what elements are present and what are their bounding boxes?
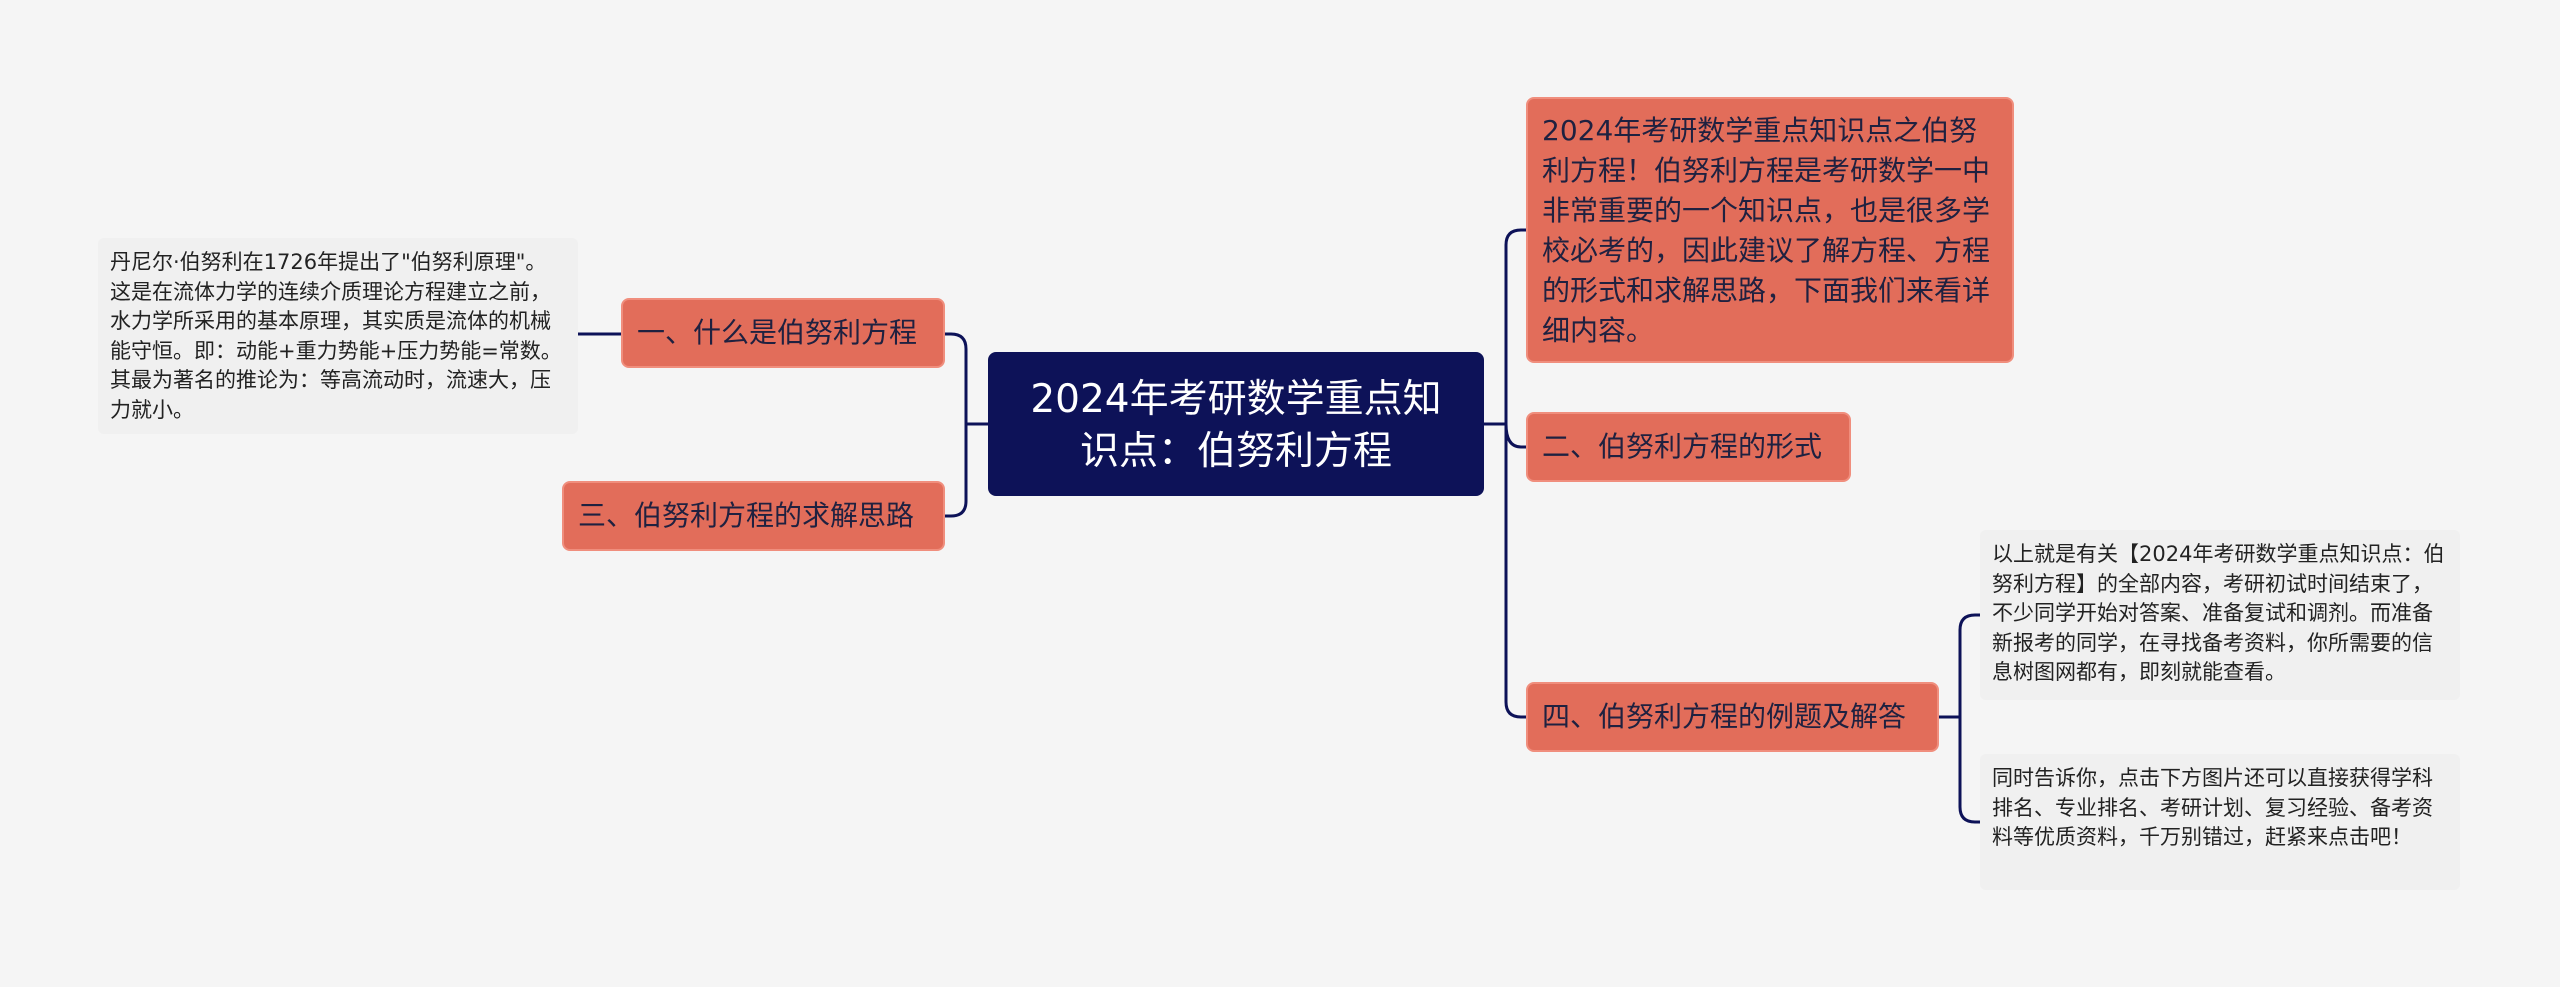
connector-right-trunk [1504, 228, 1528, 719]
branch-solving[interactable]: 三、伯努利方程的求解思路 [562, 481, 945, 551]
note-examples-cta: 同时告诉你，点击下方图片还可以直接获得学科排名、专业排名、考研计划、复习经验、备… [1980, 754, 2460, 890]
branch-examples-label: 四、伯努利方程的例题及解答 [1542, 700, 1907, 733]
branch-intro-label: 2024年考研数学重点知识点之伯努利方程！伯努利方程是考研数学一中非常重要的一个… [1542, 114, 1991, 347]
branch-intro[interactable]: 2024年考研数学重点知识点之伯努利方程！伯努利方程是考研数学一中非常重要的一个… [1526, 97, 2014, 363]
central-topic[interactable]: 2024年考研数学重点知识点：伯努利方程 [988, 352, 1484, 496]
branch-form-label: 二、伯努利方程的形式 [1542, 430, 1823, 463]
branch-examples[interactable]: 四、伯努利方程的例题及解答 [1526, 682, 1939, 752]
branch-what-is[interactable]: 一、什么是伯努利方程 [621, 298, 945, 368]
note-what-is-text: 丹尼尔·伯努利在1726年提出了"伯努利原理"。这是在流体力学的连续介质理论方程… [110, 250, 562, 422]
connector-left-trunk [943, 332, 968, 518]
central-topic-label: 2024年考研数学重点知识点：伯努利方程 [1030, 377, 1442, 474]
branch-form[interactable]: 二、伯努利方程的形式 [1526, 412, 1851, 482]
note-what-is: 丹尼尔·伯努利在1726年提出了"伯努利原理"。这是在流体力学的连续介质理论方程… [98, 238, 578, 434]
note-examples-summary: 以上就是有关【2024年考研数学重点知识点：伯努利方程】的全部内容，考研初试时间… [1980, 530, 2460, 700]
connector-right-notes [1937, 613, 1982, 824]
note-examples-cta-text: 同时告诉你，点击下方图片还可以直接获得学科排名、专业排名、考研计划、复习经验、备… [1992, 766, 2433, 849]
branch-solving-label: 三、伯努利方程的求解思路 [578, 499, 915, 532]
note-examples-summary-text: 以上就是有关【2024年考研数学重点知识点：伯努利方程】的全部内容，考研初试时间… [1992, 542, 2445, 684]
branch-what-is-label: 一、什么是伯努利方程 [637, 316, 918, 349]
